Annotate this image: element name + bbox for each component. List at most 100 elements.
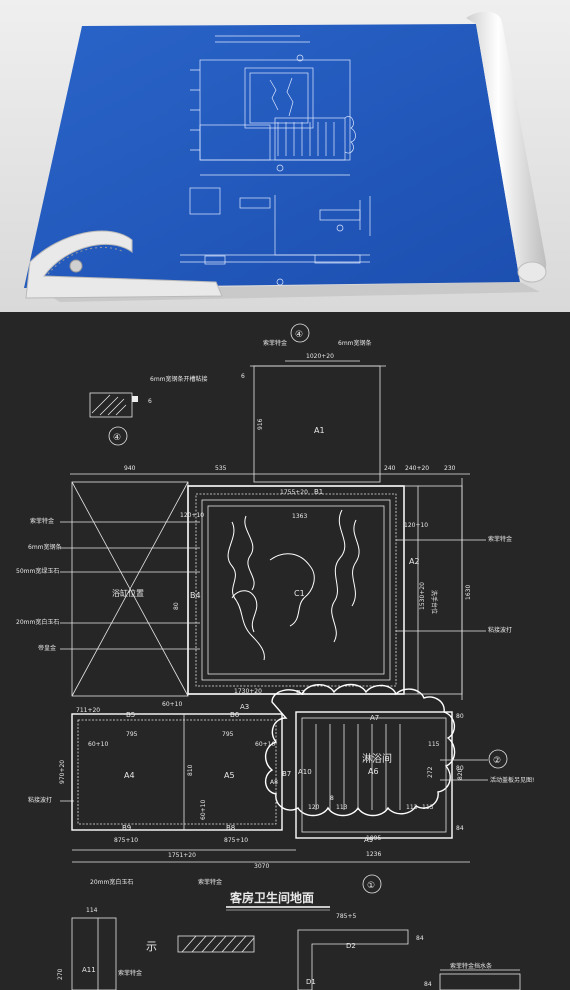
dim-120a: 120+10 xyxy=(180,512,204,519)
label-b5: B5 xyxy=(126,711,135,719)
callout-glue-right: 粘接波打 xyxy=(488,626,512,634)
protractor xyxy=(25,230,223,299)
dim-1730: 80 xyxy=(173,602,180,610)
dim-240b: 240+20 xyxy=(405,465,429,472)
dim-84: 84 xyxy=(456,825,464,832)
dim-113b: 113 xyxy=(406,804,418,811)
label-d1: D1 xyxy=(306,978,316,986)
dim-875b: 875+10 xyxy=(224,837,248,844)
callout-steel6: 6mm宽钢条 xyxy=(28,543,62,551)
dim-1363: 1363 xyxy=(292,513,307,520)
callout-drain: 索菲特金挡水条 xyxy=(450,962,492,970)
dim-1755: 1755+20 xyxy=(280,489,308,496)
dim-84b: 84 xyxy=(416,935,424,942)
blueprint-sheet xyxy=(24,24,520,288)
label-b4: B4 xyxy=(190,591,201,600)
callout-cover: 活动盖板另见图! xyxy=(490,776,534,784)
callout-imperial: 帝皇金 xyxy=(38,644,56,652)
label-a2: A2 xyxy=(409,557,420,566)
label-a3: A3 xyxy=(240,703,249,711)
dim-916: 916 xyxy=(257,418,264,430)
dim-270: 270 xyxy=(57,968,64,980)
dim-970: 970+20 xyxy=(59,760,66,784)
label-c1: C1 xyxy=(294,589,305,598)
dim-60d: 60+10 xyxy=(200,800,207,820)
dim-60b: 60+10 xyxy=(88,741,108,748)
label-a1: A1 xyxy=(314,426,325,435)
callout-titanium-top: 索菲特金 xyxy=(263,339,287,347)
dim-1020: 1020+20 xyxy=(306,353,334,360)
dim-120c: 120 xyxy=(308,804,320,811)
label-b1: B1 xyxy=(314,488,323,496)
callout-jade50: 50mm宽绿玉石 xyxy=(16,567,59,575)
dim-1530: 1530+20 xyxy=(419,582,426,610)
dim-795a: 795 xyxy=(126,731,138,738)
label-a9: A9 xyxy=(364,836,373,844)
dim-272: 272 xyxy=(427,766,434,778)
label-a7: A7 xyxy=(370,714,379,722)
label-a8: A8 xyxy=(270,779,278,786)
dim-6b: 6 xyxy=(148,398,152,405)
label-a6: A6 xyxy=(368,767,379,776)
dim-80: 711+20 xyxy=(76,707,100,714)
dim-115: 115 xyxy=(428,741,440,748)
callout-steel-groove: 6mm宽钢条开槽粘接 xyxy=(150,375,208,383)
dim-1751: 1751+20 xyxy=(168,852,196,859)
dim-795b: 795 xyxy=(222,731,234,738)
callout-titanium: 索菲特金 xyxy=(30,517,54,525)
callout-glue-left: 粘接波打 xyxy=(28,796,52,804)
label-a5: A5 xyxy=(224,771,235,780)
label-a11: A11 xyxy=(82,966,96,974)
dim-8: 8 xyxy=(330,795,334,802)
dim-113a: 113 xyxy=(336,804,348,811)
dim-940: 940 xyxy=(124,465,136,472)
dim-6a: 6 xyxy=(241,373,245,380)
dim-113c: 113 xyxy=(422,804,434,811)
dim-230: 230 xyxy=(444,465,456,472)
dim-875a: 875+10 xyxy=(114,837,138,844)
label-a4: A4 xyxy=(124,771,135,780)
label-d2: D2 xyxy=(346,942,356,950)
dim-80c: 80 xyxy=(456,765,464,772)
dim-820: 820 xyxy=(457,768,464,780)
callout-steel-top: 6mm宽钢条 xyxy=(338,339,372,347)
callout-titanium-right: 索菲特金 xyxy=(488,535,512,543)
callout-titanium-bottom-left: 索菲特金 xyxy=(118,969,142,977)
dim-60a: 60+10 xyxy=(162,701,182,708)
zone-sink: 洗手台位 xyxy=(430,590,438,614)
blueprint-photo xyxy=(0,0,570,312)
zone-shower: 淋浴间 xyxy=(362,752,392,765)
marker-4-left: ④ xyxy=(113,433,121,443)
dim-1630: 1630 xyxy=(465,585,472,600)
dim-120b: 120+10 xyxy=(404,522,428,529)
marker-2: ② xyxy=(493,756,501,766)
dim-1236: 1236 xyxy=(366,851,381,858)
dim-3070: 3070 xyxy=(254,863,269,870)
marker-1: ① xyxy=(367,881,375,891)
zone-bath: 浴缸位置 xyxy=(112,588,144,598)
label-b9: B9 xyxy=(122,824,131,832)
dim-711: 1730+20 xyxy=(234,688,262,695)
label-a10: A10 xyxy=(298,768,312,776)
label-b8: B8 xyxy=(226,824,235,832)
marker-4-top: ④ xyxy=(295,330,303,340)
dim-535: 535 xyxy=(215,465,227,472)
dim-1095: 1095 xyxy=(366,835,381,842)
label-b7: B7 xyxy=(282,770,291,778)
drawing-title: 客房卫生间地面 xyxy=(229,890,314,905)
dim-60c: 60+10 xyxy=(255,741,275,748)
callout-white-jade: 20mm宽白玉石 xyxy=(16,618,59,626)
paper-roll xyxy=(466,11,547,284)
legend-char: 示 xyxy=(146,940,157,953)
callout-titanium-bottom: 索菲特金 xyxy=(198,878,222,886)
label-b6: B6 xyxy=(230,711,240,719)
dim-785: 785+5 xyxy=(336,913,356,920)
dim-80b: 80 xyxy=(456,713,464,720)
callout-white-jade-bottom: 20mm宽白玉石 xyxy=(90,878,133,886)
cad-drawing: A1 1020+20 916 6 6mm宽钢条开槽粘接 6 ④ ④ 索菲特金 6… xyxy=(0,312,570,990)
dim-810: 810 xyxy=(187,764,194,776)
dim-240: 240 xyxy=(384,465,396,472)
dim-84c: 84 xyxy=(424,981,432,988)
dim-114: 114 xyxy=(86,907,98,914)
